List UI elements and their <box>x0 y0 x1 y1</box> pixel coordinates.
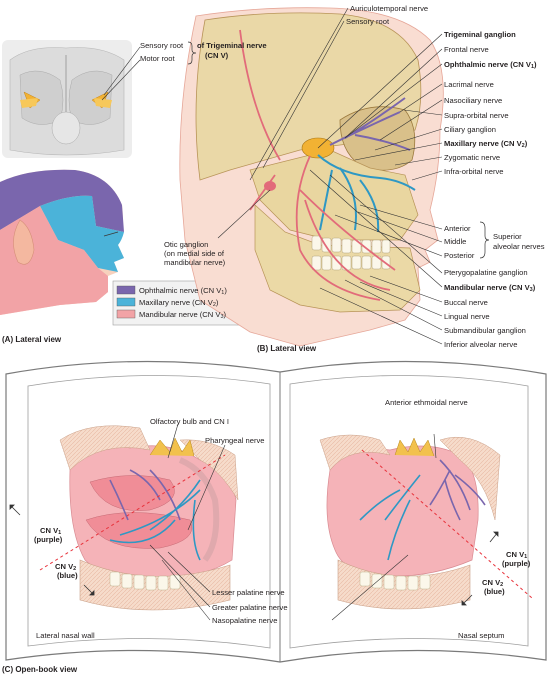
label-buccal: Buccal nerve <box>444 298 488 307</box>
label-lesser-palatine: Lesser palatine nerve <box>212 588 285 597</box>
skull-base-illustration <box>2 40 132 158</box>
label-zygomatic: Zygomatic nerve <box>444 153 501 162</box>
head-dermatome-illustration <box>0 169 124 315</box>
label-inferior-alveolar: Inferior alveolar nerve <box>444 340 518 349</box>
legend-swatch-maxillary <box>116 297 136 307</box>
label-anterior: Anterior <box>444 224 471 233</box>
label-blue-left: (blue) <box>57 571 78 580</box>
label-nasociliary: Nasociliary nerve <box>444 96 503 105</box>
label-otic-1: Otic ganglion <box>164 240 209 249</box>
label-alveolar-nerves: alveolar nerves <box>493 242 545 251</box>
label-cn-v: (CN V) <box>205 51 229 60</box>
label-ophthalmic-b: Ophthalmic nerve (CN V1) <box>444 60 537 70</box>
label-nasopalatine: Nasopalatine nerve <box>212 616 278 625</box>
direction-arrows <box>9 504 499 606</box>
label-anterior-ethmoidal: Anterior ethmoidal nerve <box>385 398 468 407</box>
label-lacrimal: Lacrimal nerve <box>444 80 494 89</box>
label-purple-left: (purple) <box>34 535 63 544</box>
label-cn-v2-left: CN V2 <box>55 562 77 572</box>
label-otic-2: (on medial side of <box>164 249 224 258</box>
legend-ophthalmic: Ophthalmic nerve (CN V1) <box>139 286 227 296</box>
label-infraorbital: Infra-orbital nerve <box>444 167 504 176</box>
caption-panel-a: (A) Lateral view <box>2 335 62 344</box>
label-purple-right: (purple) <box>502 559 531 568</box>
caption-panel-b: (B) Lateral view <box>257 344 317 353</box>
label-nasal-septum: Nasal septum <box>458 631 505 640</box>
leader-lines-c <box>149 423 437 621</box>
label-maxillary-b: Maxillary nerve (CN V2) <box>444 139 528 149</box>
label-frontal: Frontal nerve <box>444 45 489 54</box>
legend-swatch-ophthalmic <box>116 285 136 295</box>
label-sensory-root-a: Sensory root <box>140 41 184 50</box>
label-cn-v2-right: CN V2 <box>482 578 504 588</box>
caption-panel-c: (C) Open-book view <box>2 665 78 674</box>
skull-lateral-illustration <box>179 7 444 347</box>
label-motor-root-a: Motor root <box>140 54 175 63</box>
legend-mandibular: Mandibular nerve (CN V3) <box>139 310 227 320</box>
label-auriculotemporal: Auriculotemporal nerve <box>350 4 429 13</box>
label-lingual: Lingual nerve <box>444 312 490 321</box>
label-middle: Middle <box>444 237 467 246</box>
brace-roots <box>187 41 197 65</box>
label-supraorbital: Supra-orbital nerve <box>444 111 509 120</box>
label-pharyngeal: Pharyngeal nerve <box>205 436 265 445</box>
label-submandibular: Submandibular ganglion <box>444 326 526 335</box>
label-blue-right: (blue) <box>484 587 505 596</box>
label-mandibular-b: Mandibular nerve (CN V3) <box>444 283 536 293</box>
legend-swatch-mandibular <box>116 309 136 319</box>
label-cn-v1-left: CN V1 <box>40 526 62 536</box>
label-cn-v1-right: CN V1 <box>506 550 528 560</box>
open-book-illustration <box>5 360 547 663</box>
legend-maxillary: Maxillary nerve (CN V2) <box>139 298 219 308</box>
label-of-trigeminal: of Trigeminal nerve <box>197 41 267 50</box>
label-ciliary: Ciliary ganglion <box>444 125 496 134</box>
label-otic-3: mandibular nerve) <box>164 258 226 267</box>
label-pterygopalatine: Pterygopalatine ganglion <box>444 268 528 277</box>
label-superior: Superior <box>493 232 522 241</box>
leader-lines-b <box>217 7 443 345</box>
brace-alveolar <box>479 221 490 259</box>
label-posterior: Posterior <box>444 251 475 260</box>
label-olfactory: Olfactory bulb and CN I <box>150 417 229 426</box>
label-greater-palatine: Greater palatine nerve <box>212 603 288 612</box>
label-trigeminal-ganglion: Trigeminal ganglion <box>444 30 516 39</box>
label-sensory-root-b: Sensory root <box>346 17 390 26</box>
label-lateral-nasal-wall: Lateral nasal wall <box>36 631 95 640</box>
